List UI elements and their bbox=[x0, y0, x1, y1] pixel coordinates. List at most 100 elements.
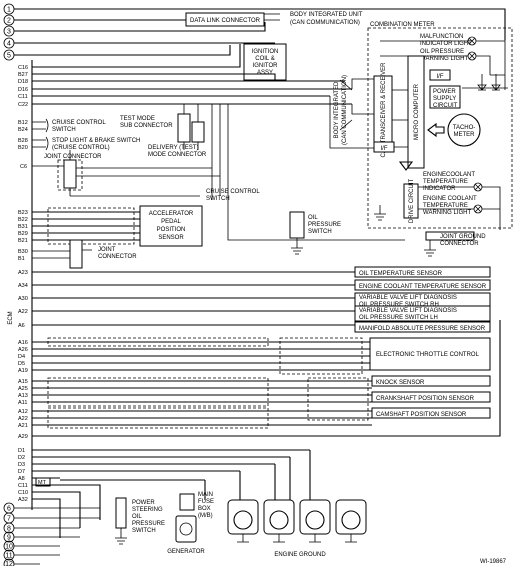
main-fuse-label-2: FUSE bbox=[198, 499, 214, 505]
main-fuse-label-1: MAIN bbox=[198, 492, 213, 498]
coolant-indicator-2: TEMPERATURE bbox=[423, 179, 468, 185]
micro-computer-label: MICRO COMPUTER bbox=[414, 83, 420, 140]
malfunction-light-sub: INDICATOR LIGHT bbox=[420, 41, 472, 47]
pins-c-group: C16 B27 D18 D16 C11 C22 bbox=[18, 65, 28, 108]
pin-d4: D4 bbox=[18, 354, 25, 360]
etc-label: ELECTRONIC THROTTLE CONTROL bbox=[376, 352, 480, 358]
pin-b28: B28 bbox=[18, 138, 28, 144]
pins-etc-group: A16 A26 D4 D5 A19 bbox=[18, 340, 28, 374]
body-integrated-can-sub: (CAN COMMUNICATION) bbox=[342, 75, 348, 145]
arrow-icon bbox=[427, 122, 445, 138]
circle-11: 11 bbox=[5, 553, 12, 560]
crank-sensor-label: CRANKSHAFT POSITION SENSOR bbox=[376, 396, 475, 402]
oil-pressure-switch-1: OIL bbox=[308, 215, 318, 221]
pin-b30: B30 bbox=[18, 249, 28, 255]
pin-b12: B12 bbox=[18, 120, 28, 126]
vvl-rh-label-1: VARIABLE VALVE LIFT DIAGNOSIS bbox=[359, 295, 457, 301]
circle-12: 12 bbox=[5, 561, 13, 566]
pin-a26: A26 bbox=[18, 347, 28, 353]
accel-label-1: ACCELERATOR bbox=[149, 211, 194, 217]
if-label-2: I/F bbox=[381, 146, 388, 152]
pin-a22b: A22 bbox=[18, 416, 28, 422]
coolant-warning-1: ENGINE COOLANT bbox=[423, 196, 477, 202]
main-fuse-label-4: (M/B) bbox=[198, 513, 213, 519]
mt-label: MT bbox=[38, 480, 47, 486]
pin-b29: B29 bbox=[18, 231, 28, 237]
circled-numbers-bottom: 6 7 8 9 10 11 12 bbox=[3, 502, 15, 566]
pin-b20: B20 bbox=[18, 145, 28, 151]
circle-9: 9 bbox=[7, 535, 11, 542]
engine-ground-label: ENGINE GROUND bbox=[274, 552, 326, 558]
pin-a22: A22 bbox=[18, 309, 28, 315]
generator-icon bbox=[175, 515, 197, 543]
power-supply-label-1: POWER bbox=[433, 89, 456, 95]
pin-b1: B1 bbox=[18, 256, 25, 262]
pins-knock-group: A15 A25 A13 A11 bbox=[18, 379, 28, 406]
map-sensor-label: MANIFOLD ABSOLUTE PRESSURE SENSOR bbox=[359, 326, 486, 332]
pin-a29: A29 bbox=[18, 434, 28, 440]
pin-c22: C22 bbox=[18, 102, 28, 108]
oil-pressure-warning-sub: WARNING LIGHT bbox=[420, 56, 468, 62]
body-integrated-can-label: BODY INTEGRATED bbox=[334, 81, 340, 138]
drive-circuit-label: DRIVE CIRCUIT bbox=[409, 179, 415, 224]
power-supply-label-2: SUPPLY bbox=[433, 96, 456, 102]
figure-id: WI-19867 bbox=[480, 559, 507, 565]
accel-label-3: POSITION bbox=[157, 227, 186, 233]
joint-connector2-1: JOINT bbox=[98, 247, 116, 253]
pin-a23: A23 bbox=[18, 270, 28, 276]
vvl-lh-label-1: VARIABLE VALVE LIFT DIAGNOSIS bbox=[359, 308, 457, 314]
generator-label: GENERATOR bbox=[167, 549, 205, 555]
accel-label-4: SENSOR bbox=[158, 235, 184, 241]
cruise-switch-label-2: SWITCH bbox=[52, 127, 76, 133]
joint-ground-label-2: CONNECTOR bbox=[440, 241, 479, 247]
ignition-label-3: IGNITOR bbox=[253, 63, 279, 69]
pin-b22: B22 bbox=[18, 217, 28, 223]
circle-5: 5 bbox=[7, 53, 11, 60]
pins-b23-group: B23 B22 B31 B29 B21 bbox=[18, 210, 28, 244]
pin-a25: A25 bbox=[18, 386, 28, 392]
coolant-warning-3: WARNING LIGHT bbox=[423, 210, 471, 216]
pin-a8: A8 bbox=[18, 476, 25, 482]
body-integrated-unit-label: BODY INTEGRATED UNIT bbox=[290, 12, 363, 18]
ignition-label-1: IGNITION bbox=[252, 49, 279, 55]
power-supply-label-3: CIRCUIT bbox=[433, 103, 458, 109]
circle-4: 4 bbox=[7, 41, 11, 48]
pins-bottom-group: A29 D1 D2 D3 D7 A8 C11 C10 A32 bbox=[18, 434, 28, 503]
tachometer-label-2: METER bbox=[454, 132, 476, 138]
delivery-mode-label-1: DELIVERY (TEST) bbox=[148, 145, 198, 151]
pin-c11b: C11 bbox=[18, 483, 28, 489]
circle-8: 8 bbox=[7, 526, 11, 533]
power-steering-label-3: OIL bbox=[132, 514, 142, 520]
power-steering-label-1: POWER bbox=[132, 500, 155, 506]
power-steering-label-4: PRESSURE bbox=[132, 521, 165, 527]
power-steering-label-2: STEERING bbox=[132, 507, 163, 513]
pin-d18: D18 bbox=[18, 79, 28, 85]
joint-connector2-2: CONNECTOR bbox=[98, 254, 137, 260]
pin-a15: A15 bbox=[18, 379, 28, 385]
power-steering-label-5: SWITCH bbox=[132, 528, 156, 534]
cruise-switch2-label-1: CRUISE CONTROL bbox=[206, 189, 260, 195]
pin-a13: A13 bbox=[18, 393, 28, 399]
pin-b31: B31 bbox=[18, 224, 28, 230]
pin-a34: A34 bbox=[18, 283, 28, 289]
oil-temp-sensor-label: OIL TEMPERATURE SENSOR bbox=[359, 271, 443, 277]
pin-c11: C11 bbox=[18, 94, 28, 100]
coolant-temp-sensor-label: ENGINE COOLANT TEMPERATURE SENSOR bbox=[359, 284, 487, 290]
pin-a30: A30 bbox=[18, 296, 28, 302]
circle-2: 2 bbox=[7, 18, 11, 25]
stop-light-label-1: STOP LIGHT & BRAKE SWITCH bbox=[52, 138, 140, 144]
accel-label-2: PEDAL bbox=[161, 219, 181, 225]
pin-d2: D2 bbox=[18, 455, 25, 461]
pin-c16: C16 bbox=[18, 65, 28, 71]
can-transceiver-label: CAN TRANSCEIVER & RECEIVER bbox=[381, 62, 387, 158]
pin-a32: A32 bbox=[18, 497, 28, 503]
pin-d16: D16 bbox=[18, 87, 28, 93]
circle-3: 3 bbox=[7, 29, 11, 36]
pin-d5: D5 bbox=[18, 361, 25, 367]
pin-a12: A12 bbox=[18, 409, 28, 415]
test-mode-label-2: SUB CONNECTOR bbox=[120, 123, 173, 129]
tachometer-label-1: TACHO- bbox=[453, 125, 476, 131]
coolant-indicator-1: ENGINECOOLANT bbox=[423, 172, 475, 178]
down-arrow-icon bbox=[398, 161, 414, 171]
